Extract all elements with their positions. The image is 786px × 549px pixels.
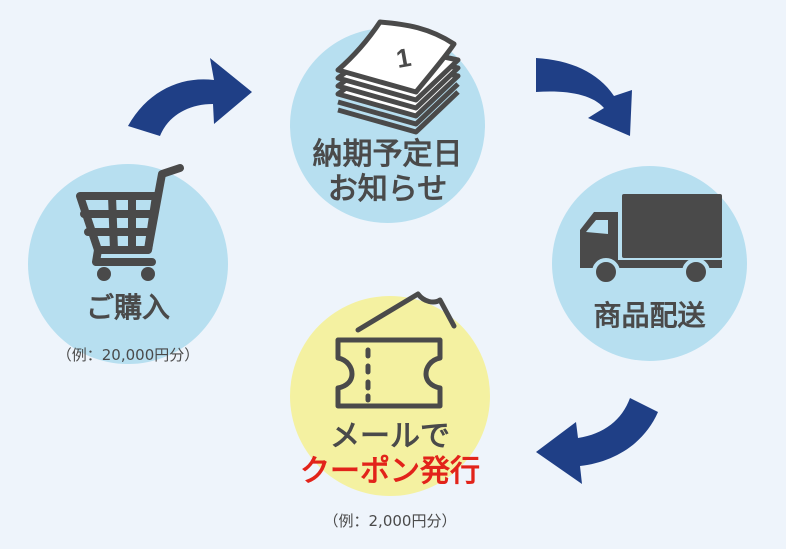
coupon-example-note: （例：2,000円分）	[323, 512, 457, 530]
purchase-label: ご購入	[85, 291, 170, 324]
truck-icon	[580, 194, 722, 286]
coupon-label: メールで クーポン発行	[270, 419, 510, 489]
delivery-date-label: 納期予定日 お知らせ	[290, 137, 485, 207]
coupon-label-line1: メールで	[330, 419, 450, 454]
coupon-label-line2: クーポン発行	[300, 453, 480, 489]
calendar-day-number: 1	[394, 42, 413, 74]
delivery-date-label-line1: 納期予定日	[312, 137, 463, 172]
calendar-icon: 1	[335, 19, 461, 135]
coupon-ticket-icon	[335, 291, 457, 409]
coupon-circle	[290, 296, 490, 496]
shipping-label: 商品配送	[593, 299, 706, 332]
delivery-date-label-line2: お知らせ	[327, 171, 448, 207]
shopping-cart-icon	[76, 164, 184, 281]
purchase-example-note: （例：20,000円分）	[56, 346, 200, 364]
